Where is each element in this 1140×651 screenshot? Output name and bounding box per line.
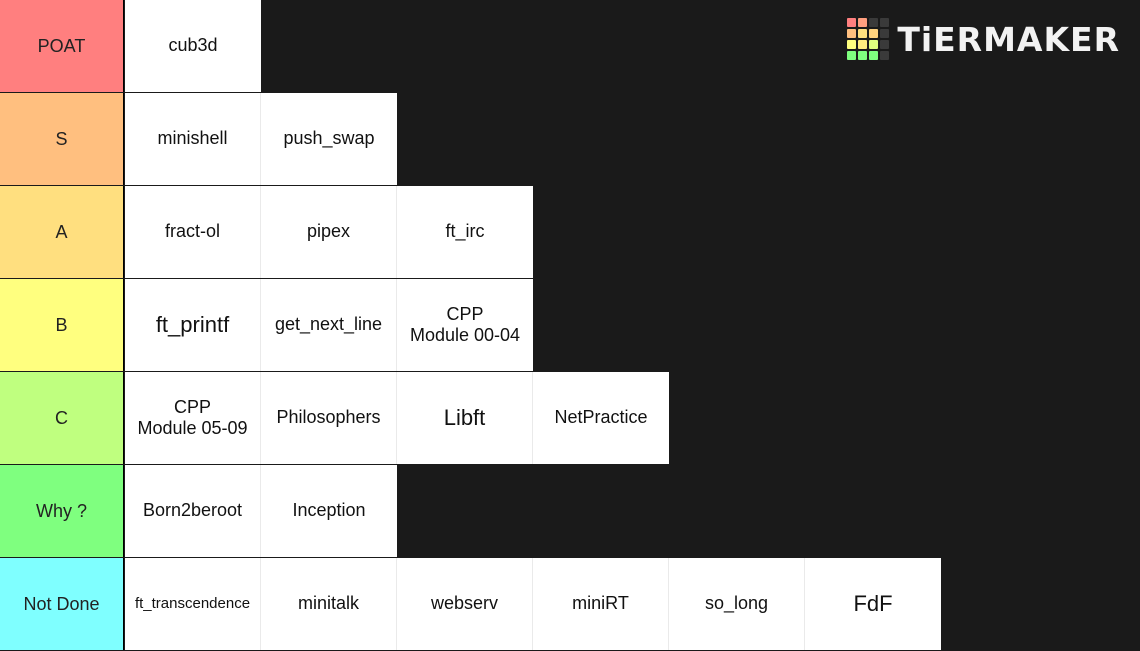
tier-label[interactable]: Not Done — [0, 558, 124, 650]
tier-item[interactable]: minishell — [125, 93, 261, 185]
logo-grid-cell — [880, 18, 890, 27]
tier-label[interactable]: Why ? — [0, 465, 124, 557]
tier-item[interactable]: minitalk — [261, 558, 397, 650]
tier-label[interactable]: S — [0, 93, 124, 185]
tier-item[interactable]: get_next_line — [261, 279, 397, 371]
tier-label[interactable]: B — [0, 279, 124, 371]
tier-item[interactable]: CPP Module 00-04 — [397, 279, 533, 371]
tiermaker-logo-grid-icon — [847, 18, 890, 60]
logo-grid-cell — [847, 29, 857, 38]
tier-item[interactable]: ft_printf — [125, 279, 261, 371]
logo-grid-cell — [880, 29, 890, 38]
logo-grid-cell — [869, 40, 879, 49]
tier-item[interactable]: ft_irc — [397, 186, 533, 278]
tier-item[interactable]: pipex — [261, 186, 397, 278]
tier-label[interactable]: POAT — [0, 0, 124, 92]
tier-item[interactable]: so_long — [669, 558, 805, 650]
tier-item[interactable]: fract-ol — [125, 186, 261, 278]
logo-grid-cell — [869, 18, 879, 27]
tier-item[interactable]: Libft — [397, 372, 533, 464]
tier-item[interactable]: FdF — [805, 558, 941, 650]
tier-label[interactable]: C — [0, 372, 124, 464]
tier-item[interactable]: Philosophers — [261, 372, 397, 464]
tier-item[interactable]: webserv — [397, 558, 533, 650]
tier-item[interactable]: cub3d — [125, 0, 261, 92]
tier-item[interactable]: Born2beroot — [125, 465, 261, 557]
logo-grid-cell — [880, 51, 890, 60]
logo-grid-cell — [847, 40, 857, 49]
tier-items: cub3d — [125, 0, 261, 92]
tier-item[interactable]: CPP Module 05-09 — [125, 372, 261, 464]
tier-item[interactable]: miniRT — [533, 558, 669, 650]
logo-grid-cell — [858, 40, 868, 49]
tier-item[interactable]: Inception — [261, 465, 397, 557]
logo-grid-cell — [869, 51, 879, 60]
logo-grid-cell — [869, 29, 879, 38]
tiermaker-logo: TiERMAKER — [847, 18, 1120, 60]
tier-item[interactable]: ft_transcendence — [125, 558, 261, 650]
logo-grid-cell — [858, 18, 868, 27]
tier-item[interactable]: NetPractice — [533, 372, 669, 464]
logo-grid-cell — [858, 51, 868, 60]
tiermaker-logo-text: TiERMAKER — [897, 19, 1120, 59]
logo-grid-cell — [847, 18, 857, 27]
logo-grid-cell — [847, 51, 857, 60]
tier-label[interactable]: A — [0, 186, 124, 278]
logo-grid-cell — [858, 29, 868, 38]
tier-item[interactable]: push_swap — [261, 93, 397, 185]
logo-grid-cell — [880, 40, 890, 49]
